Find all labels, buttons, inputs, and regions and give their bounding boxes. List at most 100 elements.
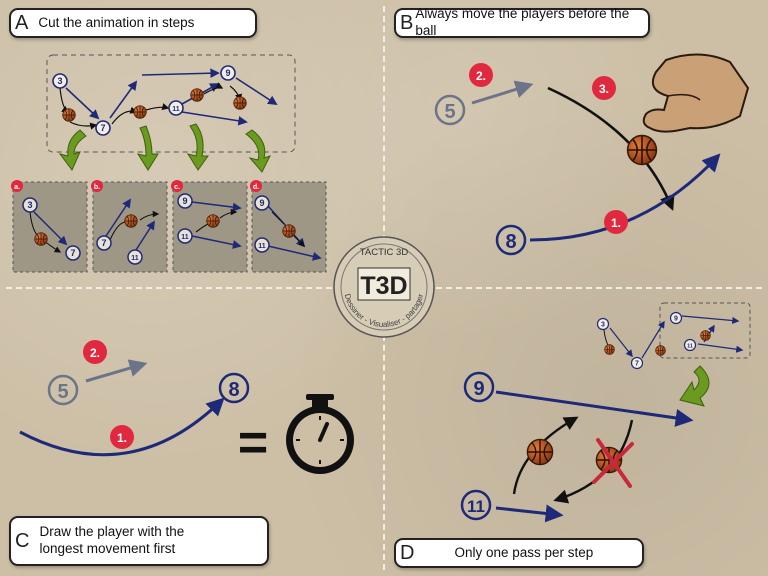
order-badge-first (110, 425, 134, 449)
stopwatch-icon (286, 394, 354, 474)
ball-icon (124, 214, 138, 228)
player-8-run-arrow (529, 153, 721, 242)
panel-d-title-box: D Only one pass per step (394, 538, 644, 568)
player-7-number: 7 (70, 248, 75, 258)
green-arrow-icon (679, 365, 710, 407)
player-7-number: 7 (635, 361, 639, 368)
player-11-number: 11 (172, 106, 180, 113)
order-label-second: 2. (90, 346, 100, 360)
player-11-number: 11 (467, 497, 485, 516)
step-tiles (12, 181, 327, 273)
player-7-token (95, 120, 111, 136)
player-11-number: 11 (258, 243, 266, 250)
player-8-number: 8 (228, 379, 239, 401)
step-label-c: c. (174, 184, 180, 191)
order-badge-third (592, 76, 616, 100)
ball-icon (700, 330, 711, 341)
step-label-b: b. (94, 184, 100, 191)
panel-a-title: Cut the animation in steps (38, 14, 195, 30)
player-9-number: 9 (473, 378, 484, 400)
panel-b-title-box: B Always move the players before the bal… (394, 6, 650, 38)
ball-icon (233, 96, 247, 110)
green-arrow-icon (245, 129, 271, 173)
panel-a-letter: A (15, 12, 29, 34)
logo-mark: T3D (360, 272, 407, 300)
panel-c-title-line1: Draw the player with the (39, 524, 185, 540)
player-8-number: 8 (505, 231, 516, 253)
cross-icon (592, 438, 634, 488)
equals-sign: = (238, 414, 268, 472)
player-11-token (177, 228, 193, 244)
player-11-token (127, 249, 143, 265)
player-9-number: 9 (674, 316, 678, 323)
player-9-token (220, 65, 236, 81)
ball-icon (604, 344, 615, 355)
panel-d-letter: D (400, 542, 415, 564)
step-badge (11, 180, 23, 192)
player-11-run-arrow (495, 504, 564, 523)
player-3-token (596, 317, 610, 331)
player-3-number: 3 (57, 76, 62, 86)
panel-d-title: Only one pass per step (454, 544, 594, 560)
order-badge-first (604, 210, 628, 234)
ball-icon (626, 134, 658, 166)
panel-b-letter: B (400, 12, 414, 34)
player-11-number: 11 (687, 344, 693, 350)
panel-c-title-box: C Draw the player with the longest movem… (9, 516, 269, 566)
player-8-token (218, 372, 250, 404)
ball-icon (526, 438, 554, 466)
logo-brand-text: TACTIC 3D (360, 247, 409, 258)
step-label-d: d. (253, 184, 259, 191)
player-8-run-arrow (19, 397, 225, 457)
player-11-token (254, 237, 270, 253)
player-9-token (669, 311, 683, 325)
panel-c-letter: C (15, 530, 30, 552)
panel-b-title: Always move the players before the ball (415, 6, 630, 38)
ball-path-arrow (547, 86, 675, 211)
player-5-number: 5 (57, 381, 68, 403)
player-9-number: 9 (225, 68, 230, 78)
sequence-outline (46, 54, 296, 153)
order-label-second: 2. (476, 69, 486, 83)
panel-a-title-box: A Cut the animation in steps (9, 8, 257, 38)
player-11-token (683, 338, 697, 352)
ball-icon (655, 345, 666, 356)
player-7-number: 7 (101, 238, 106, 248)
player-3-number: 3 (601, 322, 605, 329)
player-3-number: 3 (27, 200, 32, 210)
player-8-token (495, 224, 527, 256)
ball-icon (190, 88, 204, 102)
player-5-number: 5 (444, 101, 455, 123)
player-11-number: 11 (181, 234, 189, 241)
player-5-token (434, 94, 466, 126)
player-9-token (254, 195, 270, 211)
step-badge (171, 180, 183, 192)
order-label-first: 1. (117, 431, 127, 445)
ball-icon (62, 108, 76, 122)
step-badge (91, 180, 103, 192)
order-badge-second (469, 63, 493, 87)
green-arrow-icon (136, 125, 159, 171)
ball-icon (34, 232, 48, 246)
player-9-token (463, 371, 495, 403)
player-7-token (65, 245, 81, 261)
player-3-token (22, 197, 38, 213)
player-11-token (460, 489, 492, 521)
ball-icon (206, 214, 220, 228)
green-arrows (58, 123, 271, 173)
step-outline (659, 302, 751, 359)
tactic3d-logo: TACTIC 3D T3D Dessiner - Visualiser - pa… (333, 236, 435, 338)
player-9-number: 9 (182, 196, 187, 206)
player-11-token (168, 100, 184, 116)
player-7-number: 7 (100, 123, 105, 133)
player-5-token (47, 374, 79, 406)
panel-c-title-line2: longest movement first (39, 541, 176, 556)
order-badge-second (83, 340, 107, 364)
ball-icon (282, 224, 296, 238)
green-arrow-icon (186, 123, 209, 171)
ball-icon (133, 105, 147, 119)
order-label-third: 3. (599, 82, 609, 96)
player-3-token (52, 73, 68, 89)
step-label-a: a. (14, 184, 20, 191)
